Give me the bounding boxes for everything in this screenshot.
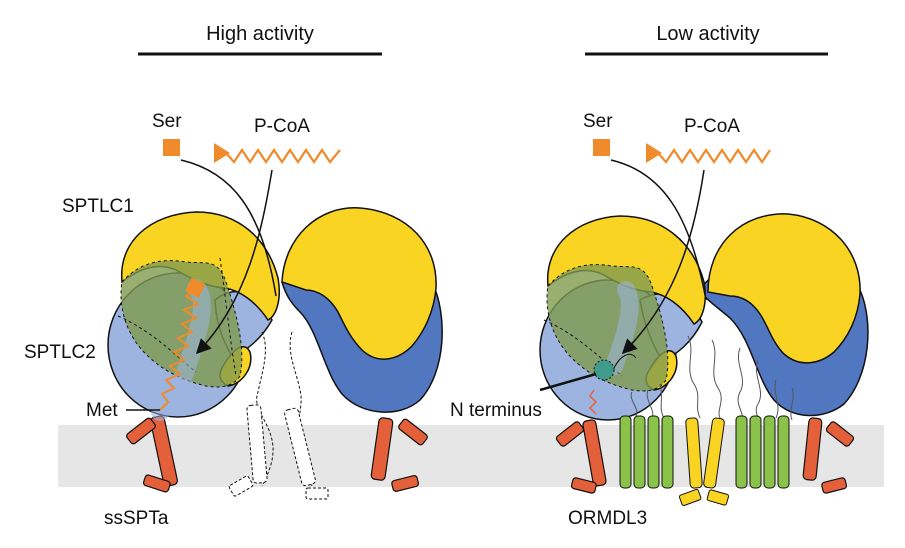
right-met-zigzag [588,389,598,415]
left-ser-arrow [180,159,277,297]
left-pcoa-head [214,143,230,163]
sptlc1-label: SPTLC1 [62,196,134,217]
left-ghost-helix-1 [246,404,268,484]
right-ser-square [593,139,610,156]
sptlc2-label: SPTLC2 [24,342,96,363]
right-substrate-channel [605,281,639,375]
left-ser-inside [185,277,206,298]
left-tm-helix-3 [142,474,171,493]
left-panel: Ser P-CoA SPTLC1 SPTLC2 Met ssSPTa [24,111,443,529]
left-tm-helix-right-3 [391,475,420,492]
met-label: Met [86,400,118,421]
right-ser-arrow [610,159,707,301]
n-terminus-label: N terminus [450,400,542,421]
n-terminus-bead [593,359,615,381]
right-yellow-helix-3 [678,488,702,506]
right-yellow-helix-2 [703,417,725,489]
right-tm-helix-right-3 [821,477,848,494]
right-tethers [630,335,794,421]
right-tm-helix-2 [555,421,585,447]
left-pcoa-arrow [195,169,273,355]
left-ghost-helix-4 [305,487,329,500]
left-tm-helix-2 [126,417,156,445]
left-dashed-contour-2 [219,257,237,377]
right-sptlc1-right-yellow [707,213,861,364]
right-pcoa-zigzag [657,148,771,164]
left-pcoa-label: P-CoA [254,116,310,137]
right-yellow-helix-1 [685,417,703,489]
left-substrate-channel [151,279,211,421]
right-yellow-helix-4 [706,489,730,506]
left-ser-label: Ser [152,111,182,132]
right-tm-helix-1 [582,419,607,487]
left-ser-square [163,139,180,156]
right-pcoa-head [646,143,662,163]
right-panel: Ser P-CoA N terminus ORMDL3 [450,111,869,529]
left-tm-helix-right-2 [398,418,428,446]
right-pcoa-label: P-CoA [684,116,740,137]
left-pcoa-inside-zigzag [159,289,201,411]
panel-title-low-activity: Low activity [656,23,759,45]
right-tm-helix-right-1 [802,417,823,481]
ormdl3-helices-right [735,415,790,489]
left-sptlc1-right-yellow [281,207,437,360]
left-pcoa-zigzag [225,148,341,164]
panel-title-high-activity: High activity [206,23,314,45]
right-tm-helix-3 [570,477,597,494]
left-tm-helix-right-1 [370,417,394,481]
ormdl3-label: ORMDL3 [568,508,647,529]
ormdl3-helices-left [619,415,674,489]
ssspta-label: ssSPTa [104,508,169,529]
n-terminus-pointer [539,372,597,392]
right-pcoa-arrow [621,169,705,355]
right-ser-label: Ser [583,111,613,132]
left-ghost-helix-3 [228,475,254,497]
ormdl-loop [613,353,637,369]
right-tm-helix-right-2 [825,421,855,447]
left-ghost-helix-2 [284,407,316,487]
